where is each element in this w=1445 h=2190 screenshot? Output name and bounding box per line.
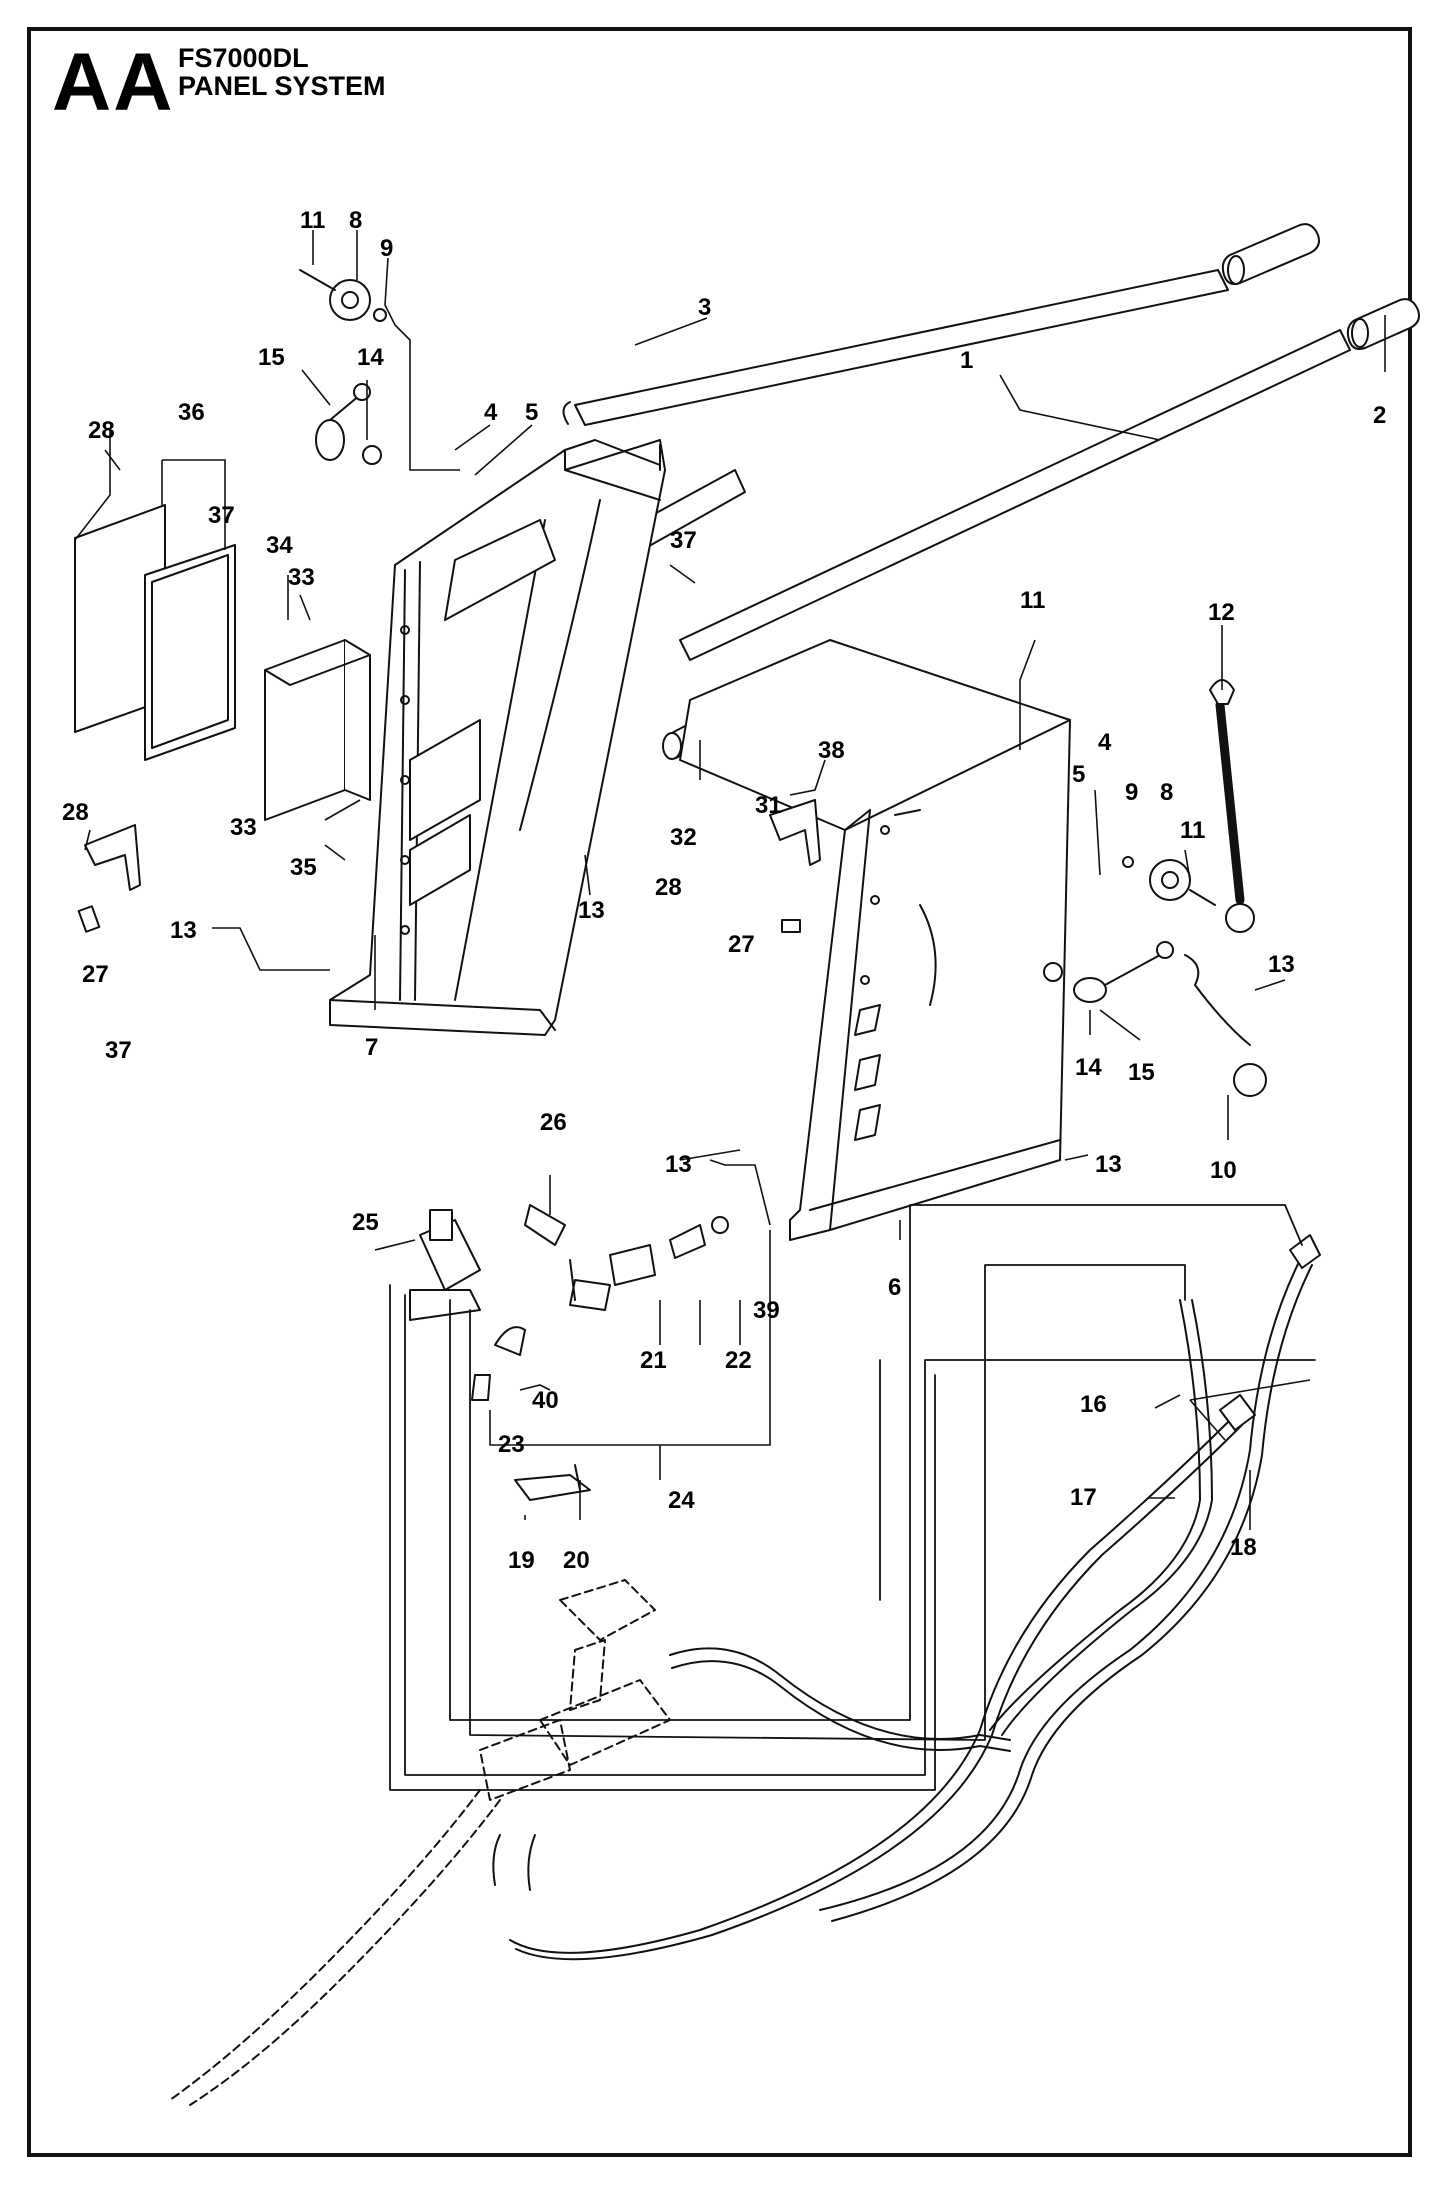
left-panel-frame xyxy=(329,439,666,1036)
callout-17: 17 xyxy=(1070,1484,1097,1511)
callout-4: 4 xyxy=(1098,729,1112,756)
callout-13: 13 xyxy=(170,917,197,944)
callout-19: 19 xyxy=(508,1547,535,1574)
lock-knob-right xyxy=(1122,856,1216,906)
callout-24: 24 xyxy=(668,1487,695,1514)
callout-20: 20 xyxy=(563,1547,590,1574)
callout-27: 27 xyxy=(728,931,755,958)
callout-14: 14 xyxy=(357,344,384,371)
callout-21: 21 xyxy=(640,1347,667,1374)
callout-7: 7 xyxy=(365,1034,378,1061)
callout-39: 40 xyxy=(532,1387,559,1414)
tension-lever-left xyxy=(315,383,382,465)
handle-tube-upper xyxy=(562,269,1229,426)
leader-lines xyxy=(74,230,1386,1530)
callout-16: 16 xyxy=(1080,1391,1107,1418)
callout-8: 8 xyxy=(349,207,362,234)
callout-22: 22 xyxy=(725,1347,752,1374)
callout-33: 35 xyxy=(290,854,317,881)
handle-tube-lower xyxy=(679,329,1351,661)
callout-27: 27 xyxy=(82,961,109,988)
callout-28: 28 xyxy=(62,799,89,826)
callout-4: 4 xyxy=(484,399,498,426)
water-valve xyxy=(409,1209,481,1321)
hose-18 xyxy=(819,1234,1321,1922)
callout-32: 33 xyxy=(288,564,315,591)
callout-31: 33 xyxy=(230,814,257,841)
callout-5: 5 xyxy=(1072,761,1085,788)
model-name: FS7000DL xyxy=(178,43,309,73)
callout-12: 12 xyxy=(1208,599,1235,626)
callout-28: 28 xyxy=(88,417,115,444)
pump-reference xyxy=(169,1579,671,2106)
handle-grip-upper xyxy=(1221,223,1320,285)
lock-knob-upper xyxy=(299,269,387,322)
pull-rod xyxy=(1184,954,1267,1097)
callout-11: 11 xyxy=(1180,817,1205,844)
callout-25: 25 xyxy=(352,1209,379,1236)
handle-grip-lower xyxy=(1346,298,1420,350)
diagram-border xyxy=(27,27,1412,2157)
control-box xyxy=(264,639,371,821)
callout-10: 10 xyxy=(1210,1157,1237,1184)
callout-37: 38 xyxy=(818,737,845,764)
callout-8: 8 xyxy=(1160,779,1173,806)
callout-1: 1 xyxy=(960,347,973,374)
callout-30: 32 xyxy=(670,824,697,851)
callout-13: 13 xyxy=(578,897,605,924)
wrench-tool xyxy=(1209,679,1255,933)
callout-29: 31 xyxy=(755,792,782,819)
callout-3: 3 xyxy=(698,294,711,321)
callout-28: 28 xyxy=(655,874,682,901)
callout-36: 37 xyxy=(105,1037,132,1064)
callout-38: 39 xyxy=(753,1297,780,1324)
callout-15: 15 xyxy=(258,344,285,371)
hose-16 xyxy=(989,1299,1213,1736)
bracket-right xyxy=(769,799,821,933)
section-code: AA xyxy=(52,37,175,128)
callout-11: 11 xyxy=(300,207,325,234)
callout-26: 26 xyxy=(540,1109,567,1136)
hose-routing-lines xyxy=(389,1204,1316,1791)
callout-9: 9 xyxy=(1125,779,1138,806)
callout-labels: 11 8 9 3 1 2 15 14 4 5 28 36 37 34 33 37… xyxy=(62,207,1386,1574)
display-window-frame xyxy=(74,504,236,761)
callout-37: 37 xyxy=(670,527,697,554)
hose-clamp xyxy=(514,1464,591,1501)
callout-35: 37 xyxy=(208,502,235,529)
callout-33: 34 xyxy=(266,532,293,559)
hose-17 xyxy=(509,1394,1256,1961)
diagram-heading: FS7000DL PANEL SYSTEM xyxy=(178,44,386,101)
callout-15: 15 xyxy=(1128,1059,1155,1086)
callout-11: 11 xyxy=(1020,587,1045,614)
hose-fittings xyxy=(471,1204,729,1401)
bracket-left xyxy=(77,824,141,933)
callout-2: 2 xyxy=(1373,402,1386,429)
right-panel-frame xyxy=(679,639,1071,1241)
callout-14: 14 xyxy=(1075,1054,1102,1081)
callout-23: 23 xyxy=(498,1431,525,1458)
callout-13: 13 xyxy=(1268,951,1295,978)
callout-34: 36 xyxy=(178,399,205,426)
callout-9: 9 xyxy=(380,235,393,262)
tension-lever-right xyxy=(1043,941,1174,1003)
callout-5: 5 xyxy=(525,399,538,426)
callout-18: 18 xyxy=(1230,1534,1257,1561)
callout-6: 6 xyxy=(888,1274,901,1301)
diagram-title: PANEL SYSTEM xyxy=(178,71,386,102)
callout-13: 13 xyxy=(665,1151,692,1178)
callout-13: 13 xyxy=(1095,1151,1122,1178)
